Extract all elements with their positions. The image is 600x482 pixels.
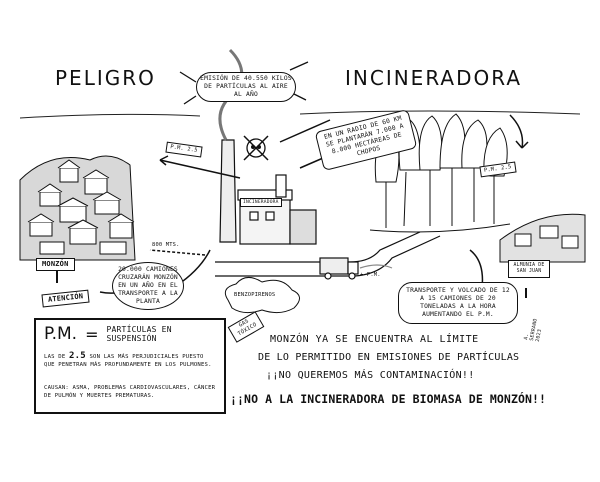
pm-abbr: P.M. [44,324,78,344]
pm-line1-prefix: LAS DE [44,354,66,360]
message-line2: DE LO PERMITIDO EN EMISIONES DE PARTÍCUL… [258,352,520,363]
title-incineradora: INCINERADORA [345,66,522,90]
pm-info-box: P.M. = PARTÍCULAS EN SUSPENSIÓN LAS DE 2… [34,318,226,414]
truck-icon [319,257,393,280]
pm-truck-label: + P.M. [360,272,381,278]
message-line1: MONZÓN YA SE ENCUENTRA AL LÍMITE [270,334,479,345]
benzopirenos-label: BENZOPIRENOS [234,292,276,298]
road-sign-post [525,288,527,298]
pm-line2: CAUSAN: ASMA, PROBLEMAS CARDIOVASCULARES… [44,385,216,399]
trucks-bubble: 20.000 CAMIONES CRUZARÁN MONZÓN EN UN AÑ… [112,262,184,310]
title-peligro: PELIGRO [55,66,156,90]
tree-icon [369,113,511,233]
slogan: ¡¡NO A LA INCINERADORA DE BIOMASA DE MON… [230,392,547,406]
town-sign: MONZÓN [36,258,75,271]
pm-heading-text: PARTÍCULAS EN SUSPENSIÓN [106,325,172,343]
road-sign: ALMUNIA DE SAN JUAN [508,260,550,278]
pm-line1: LAS DE 2.5 SON LAS MÁS PERJUDICIALES PUE… [44,352,216,369]
distance-label: 800 mts. [152,242,180,248]
town-sign-post [56,271,58,283]
town-illustration [19,155,136,261]
emission-bubble: EMISIÓN DE 40.550 KILOS DE PARTÍCULAS AL… [196,72,296,102]
pm-line1-rest: SON LAS MÁS PERJUDICIALES PUESTO QUE PEN… [44,354,212,368]
transport-bubble: TRANSPORTE Y VOLCADO DE 12 A 15 CAMIONES… [398,282,518,324]
skull-icon [243,135,269,161]
message-line3: ¡¡NO QUEREMOS MÁS CONTAMINACIÓN!! [266,370,475,381]
plant-sign: INCINERADORA [240,198,282,207]
pm-line1-num: 2.5 [69,351,86,361]
pm-equals: = [85,324,99,344]
